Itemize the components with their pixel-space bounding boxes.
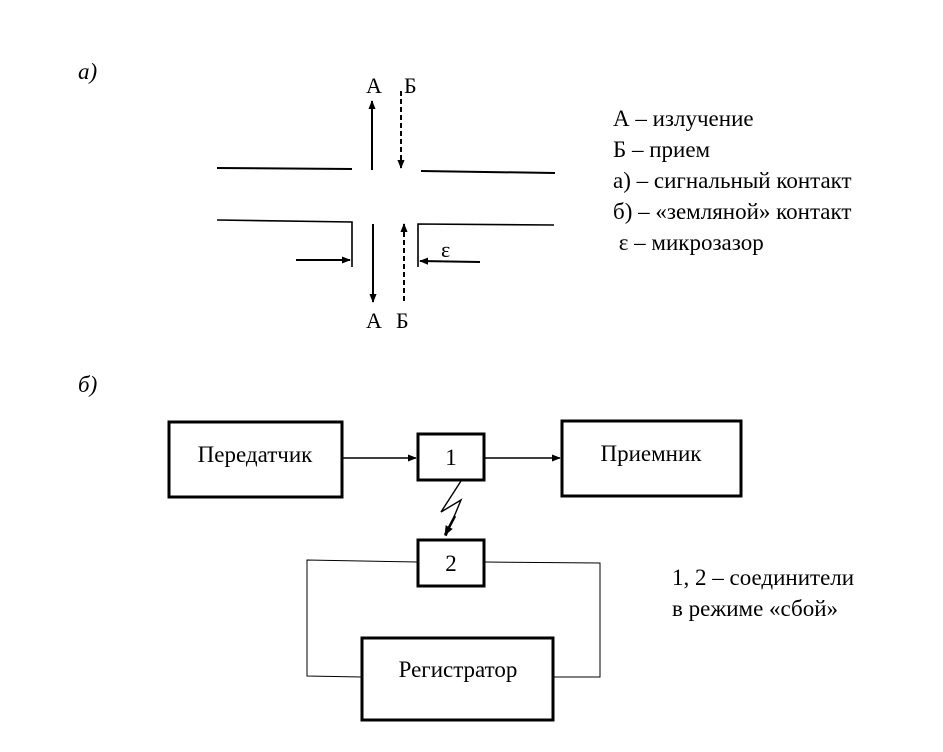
signal-contact-right-line xyxy=(420,170,556,174)
transmitter-block xyxy=(167,420,344,499)
ground-contact-right-line xyxy=(417,223,555,267)
interference-arrowhead xyxy=(443,515,457,536)
loop-wire-right xyxy=(484,561,601,678)
label-a-top: А xyxy=(366,73,382,98)
part-b-legend: 1, 2 – соединители в режиме «сбой» xyxy=(672,565,854,621)
legend-item: б) – «земляной» контакт xyxy=(613,199,851,224)
signal-contact-left-line xyxy=(216,167,353,170)
receiver-label: Приемник xyxy=(601,441,703,466)
connector-1-block xyxy=(416,432,486,482)
connector-2-label: 2 xyxy=(445,551,457,576)
legend-item: а) – сигнальный контакт xyxy=(613,168,852,193)
legend-item: 1, 2 – соединители xyxy=(672,565,854,590)
part-b: б) Передатчик 1 Приемник 2 Регистратор 1… xyxy=(78,372,854,722)
part-a-label: а) xyxy=(78,59,97,84)
transmitter-label: Передатчик xyxy=(198,442,313,467)
loop-wire-left xyxy=(306,559,419,678)
recorder-block xyxy=(360,636,555,722)
gap-arrow-right xyxy=(419,257,481,265)
label-b-top: Б xyxy=(404,73,417,98)
part-a-legend: А – излучение Б – прием а) – сигнальный … xyxy=(613,106,852,255)
label-a-bottom: А xyxy=(366,308,382,333)
legend-item: Б – прием xyxy=(613,137,711,162)
label-epsilon: ε xyxy=(441,237,450,262)
connector-1-label: 1 xyxy=(445,445,457,470)
part-b-label: б) xyxy=(78,372,97,397)
label-b-bottom: Б xyxy=(396,308,409,333)
legend-item: ε – микрозазор xyxy=(613,230,764,255)
part-a: а) А Б А Б ε А – излучение Б – прием а) … xyxy=(78,59,852,333)
legend-item: А – излучение xyxy=(613,106,754,131)
recorder-label: Регистратор xyxy=(399,657,518,682)
legend-item: в режиме «сбой» xyxy=(672,596,838,621)
receiver-block xyxy=(560,419,743,498)
interference-lightning-icon xyxy=(440,480,463,537)
connector-2-block xyxy=(416,538,486,588)
ground-contact-left-line xyxy=(216,219,353,267)
